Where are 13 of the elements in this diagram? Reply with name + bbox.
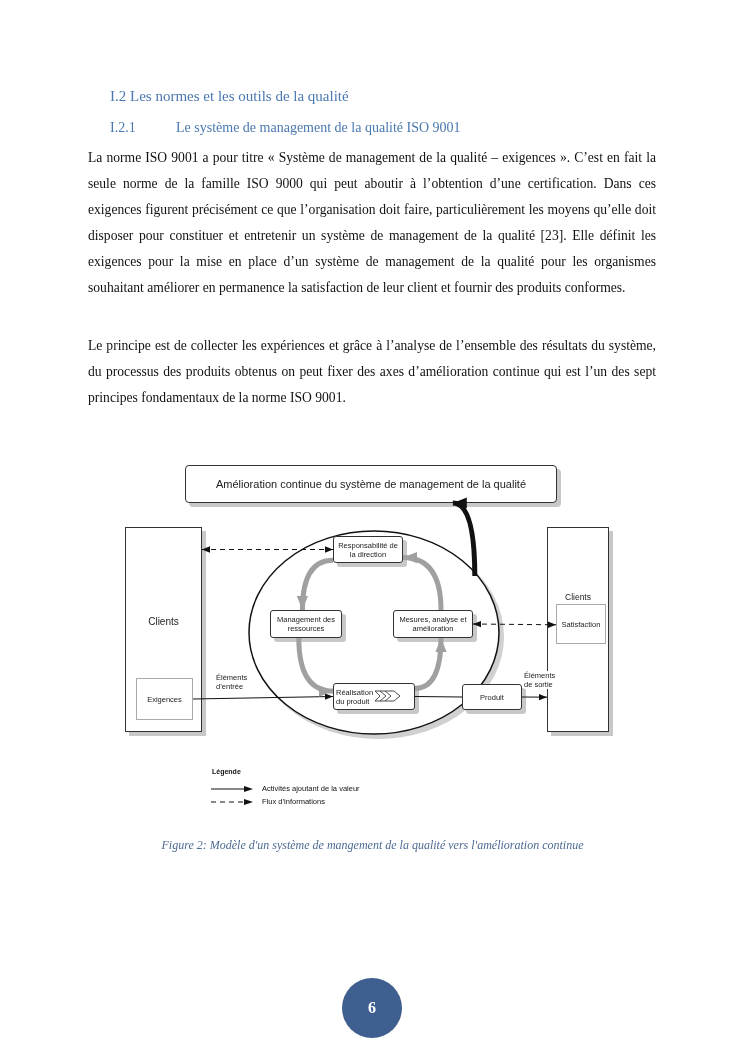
arrow xyxy=(521,693,548,701)
body-paragraph: Le principe est de collecter les expériences et grâce à l’analyse de l’ensemble des résultats du système, du processus des produits obtenus on peut fixer des axes d’amélioration continue qui est l’un des sept principes fondamentaux de la norme ISO 9001. xyxy=(88,337,656,407)
page-number: 6 xyxy=(342,978,402,1038)
node-label: Clients xyxy=(147,616,180,628)
node-label: Amélioration continue du système de management de la qualité xyxy=(215,477,527,491)
node-label: Clients xyxy=(564,592,592,603)
body-paragraph: La norme ISO 9001 a pour titre « Système de management de la qualité – exigences ». C’est en fait la seule norme de la famille ISO 9000 qui peut aboutir à l’obtention d’une certification. Dans ces exigences figurent précisément ce que l’organisation doit faire, particulièrement les moyens qu’elle doit disposer pour constituer et entretenir un système de management de la qualité [23]. Elle définit les exigences pour la mise en place d’un système de management de la qualité pour les organismes souhaitant améliorer en permanence la satisfaction de leur client et fournir des produits conformes. xyxy=(88,149,656,297)
figure-caption: Figure 2: Modèle d'un système de mangement de la qualité vers l'amélioration continue xyxy=(160,838,585,853)
subsection-heading: Le système de management de la qualité ISO 9001 xyxy=(176,120,461,136)
satisfaction-box xyxy=(556,604,606,644)
requirement-box xyxy=(136,678,193,720)
subsection-number: I.2.1 xyxy=(110,120,136,136)
section-heading: I.2 Les normes et les outils de la qualité xyxy=(110,88,349,105)
